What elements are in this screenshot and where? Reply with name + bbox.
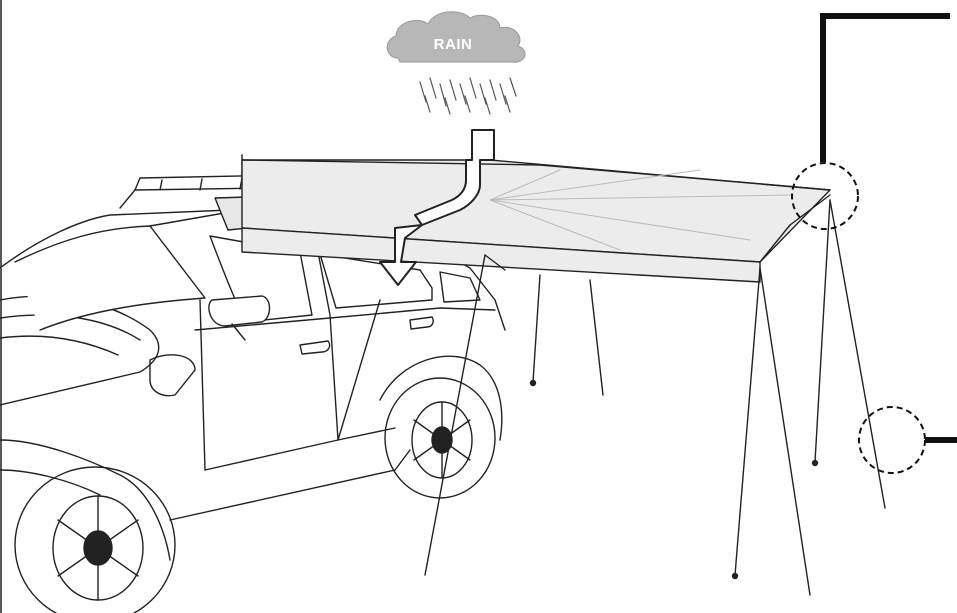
rain-drops: [420, 78, 516, 114]
rain-cloud: RAIN: [387, 12, 525, 114]
cloud-label: RAIN: [434, 36, 473, 53]
detail-callouts: [792, 16, 957, 473]
awning: [215, 155, 885, 595]
